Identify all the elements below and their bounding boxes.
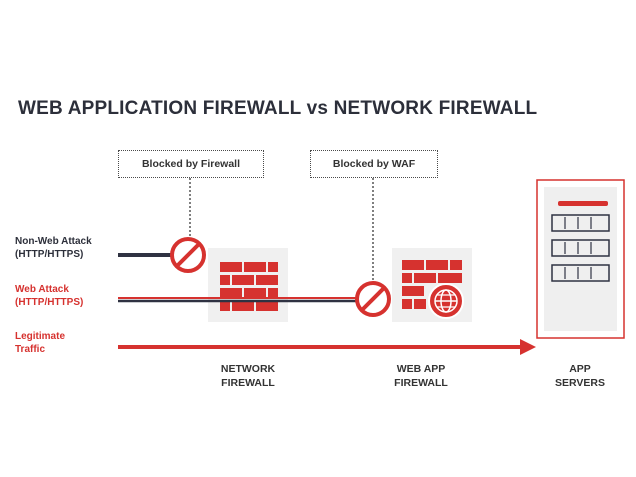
callout-blocked-by-waf: Blocked by WAF — [310, 150, 438, 178]
label-web-attack-line2: (HTTP/HTTPS) — [15, 297, 84, 308]
prohibited-icon-waf — [355, 281, 391, 317]
caption-network-firewall: NETWORK FIREWALL — [208, 362, 288, 390]
label-legitimate-traffic-line2: Traffic — [15, 344, 46, 355]
label-non-web-attack-line1: Non-Web Attack — [15, 236, 92, 247]
label-legitimate-traffic-line1: Legitimate — [15, 331, 66, 342]
diagram-title: WEB APPLICATION FIREWALL vs NETWORK FIRE… — [18, 98, 538, 119]
server-rack-icon — [536, 179, 625, 339]
caption-waf-line1: WEB APP — [396, 363, 446, 375]
label-non-web-attack: Non-Web Attack (HTTP/HTTPS) — [15, 235, 92, 261]
caption-waf-line2: FIREWALL — [394, 377, 448, 389]
caption-servers-line1: APP — [569, 363, 591, 375]
caption-network-firewall-line1: NETWORK — [220, 363, 276, 375]
caption-web-app-firewall: WEB APP FIREWALL — [381, 362, 461, 390]
web-shield-icon — [428, 283, 464, 319]
label-non-web-attack-line2: (HTTP/HTTPS) — [15, 249, 84, 260]
label-web-attack: Web Attack (HTTP/HTTPS) — [15, 283, 83, 309]
label-legitimate-traffic: Legitimate Traffic — [15, 330, 65, 356]
callout-blocked-by-firewall: Blocked by Firewall — [118, 150, 264, 178]
caption-servers-line2: SERVERS — [555, 377, 605, 389]
caption-app-servers: APP SERVERS — [540, 362, 620, 390]
prohibited-icon-firewall — [170, 237, 206, 273]
legitimate-traffic-arrowhead-icon — [520, 339, 536, 355]
label-web-attack-line1: Web Attack — [15, 284, 69, 295]
caption-network-firewall-line2: FIREWALL — [221, 377, 275, 389]
brick-wall-icon — [208, 248, 288, 322]
